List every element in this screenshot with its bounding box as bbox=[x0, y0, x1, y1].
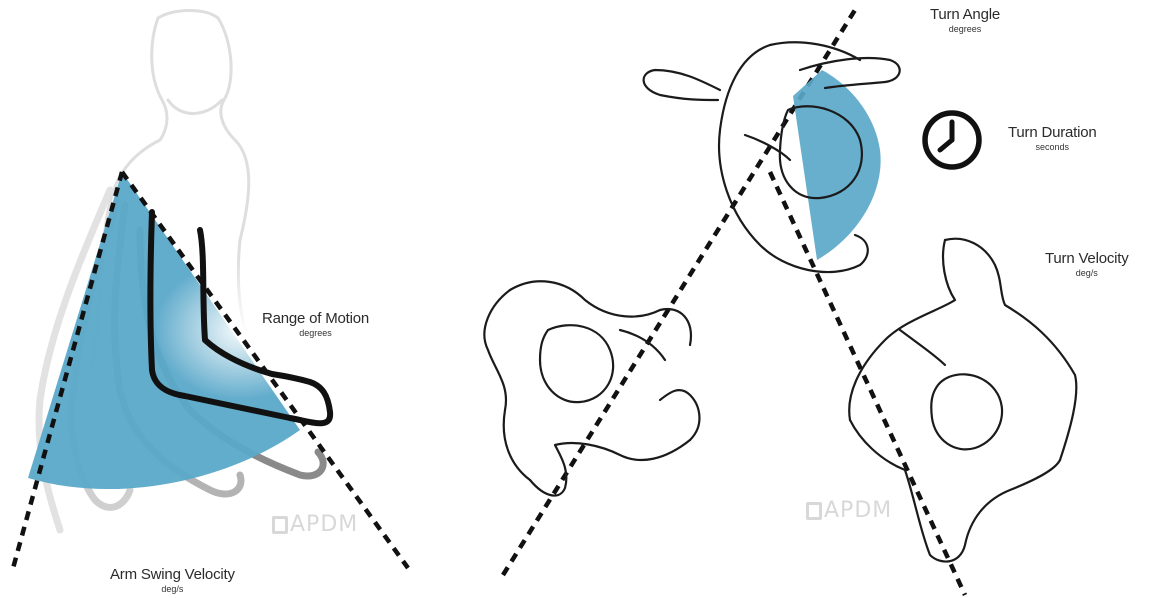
range-of-motion-title: Range of Motion bbox=[262, 310, 369, 327]
person-top-figure bbox=[644, 42, 900, 272]
turn-duration-title: Turn Duration bbox=[1008, 124, 1097, 141]
turn-angle-sector bbox=[793, 70, 881, 260]
turn-duration-unit: seconds bbox=[1008, 142, 1097, 152]
apdm-watermark-left-text: APDM bbox=[290, 512, 358, 537]
apdm-watermark-left: APDM bbox=[272, 512, 358, 537]
apdm-logo-icon bbox=[272, 516, 288, 534]
arm-swing-velocity-label: Arm Swing Velocity deg/s bbox=[110, 566, 235, 594]
turn-exit-line bbox=[770, 172, 965, 595]
turn-duration-label: Turn Duration seconds bbox=[1008, 124, 1097, 152]
arm-swing-velocity-title: Arm Swing Velocity bbox=[110, 566, 235, 583]
range-of-motion-label: Range of Motion degrees bbox=[262, 310, 369, 338]
turn-velocity-title: Turn Velocity bbox=[1045, 250, 1129, 267]
arm-swing-figure bbox=[12, 11, 408, 573]
turn-angle-title: Turn Angle bbox=[930, 6, 1000, 23]
apdm-watermark-right-text: APDM bbox=[824, 498, 892, 523]
turn-velocity-unit: deg/s bbox=[1045, 268, 1129, 278]
range-of-motion-unit: degrees bbox=[262, 328, 369, 338]
turn-angle-label: Turn Angle degrees bbox=[930, 6, 1000, 34]
arm-swing-velocity-unit: deg/s bbox=[110, 584, 235, 594]
clock-icon bbox=[925, 113, 979, 167]
apdm-watermark-right: APDM bbox=[806, 498, 892, 523]
turn-angle-unit: degrees bbox=[930, 24, 1000, 34]
turn-velocity-label: Turn Velocity deg/s bbox=[1045, 250, 1129, 278]
apdm-logo-icon bbox=[806, 502, 822, 520]
